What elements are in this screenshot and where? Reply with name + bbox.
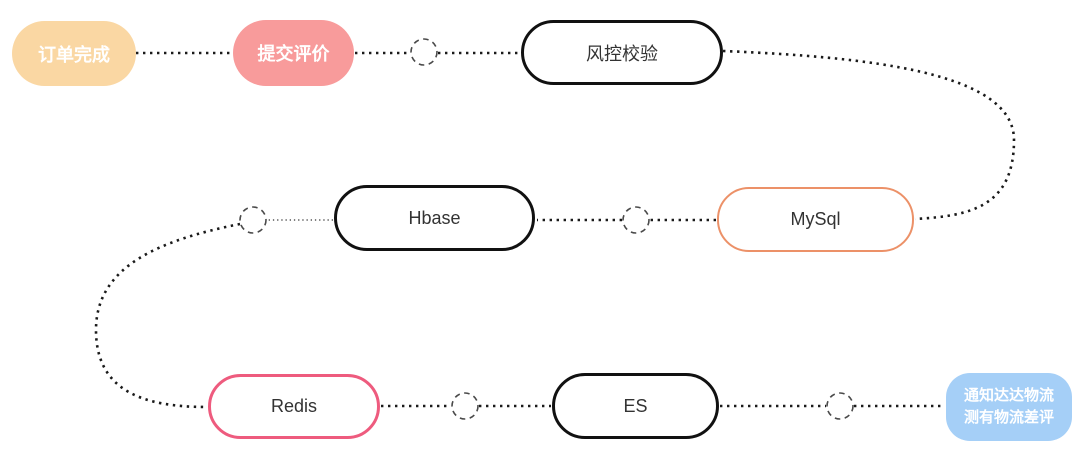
node-redis[interactable]: Redis bbox=[208, 374, 380, 439]
node-mysql[interactable]: MySql bbox=[717, 187, 914, 252]
connector-junction-to-redis-arc bbox=[94, 222, 241, 409]
node-hbase[interactable]: Hbase bbox=[334, 185, 535, 251]
node-notify-logistics[interactable]: 通知达达物流 测有物流差评 bbox=[946, 373, 1072, 441]
junction-circle-row2-right[interactable] bbox=[622, 206, 650, 234]
junction-circle-row3-right[interactable] bbox=[826, 392, 854, 420]
junction-circle-row2-left[interactable] bbox=[239, 206, 267, 234]
junction-circle-row3-left[interactable] bbox=[451, 392, 479, 420]
node-risk-check[interactable]: 风控校验 bbox=[521, 20, 723, 85]
notify-logistics-label: 通知达达物流 测有物流差评 bbox=[964, 385, 1054, 429]
node-submit-review[interactable]: 提交评价 bbox=[233, 20, 354, 86]
node-es[interactable]: ES bbox=[552, 373, 719, 439]
node-order-complete[interactable]: 订单完成 bbox=[12, 21, 136, 86]
notify-logistics-label-line2: 测有物流差评 bbox=[963, 409, 1054, 426]
notify-logistics-label-line1: 通知达达物流 bbox=[963, 387, 1054, 405]
connector-risk-to-mysql-arc bbox=[722, 49, 1016, 221]
junction-circle-row1[interactable] bbox=[410, 38, 438, 66]
